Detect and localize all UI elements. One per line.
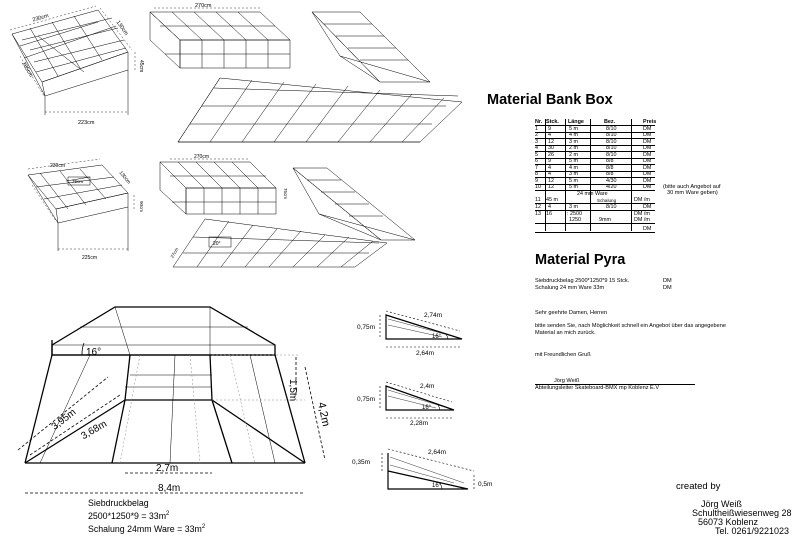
sketch-mid-left: 230cm 130cm 75cm 225cm 90cm xyxy=(27,158,144,261)
footer-phone: Tel. 0261/9221023 xyxy=(715,526,790,536)
dim-230cm-mid: 230cm xyxy=(50,163,65,169)
pyramid-height: 1,5m xyxy=(287,379,298,401)
tri3-angle: 16° xyxy=(432,483,442,489)
sketch-mid-wedge xyxy=(292,167,416,241)
pyramid-material: Siebdruckbelag 2500*1250*9 = 33m2 Schalu… xyxy=(88,498,205,535)
pyramid-edge-inner: 3,68m xyxy=(79,419,109,442)
offer-note: (bitte auch Angebot auf 30 mm Ware geben… xyxy=(663,184,721,196)
dim-270cm: 270cm xyxy=(195,3,212,9)
tri1-base: 2,64m xyxy=(416,350,434,357)
created-by: created by xyxy=(676,481,721,492)
dim-285cm: 285cm xyxy=(20,61,34,79)
dim-45cm: 45cm xyxy=(138,60,144,72)
triangle-detail-3: 0,35m 2,64m 16° 0,5m xyxy=(352,448,492,491)
pyra-line-2: Schalung 24 mm Ware 33m xyxy=(535,285,605,291)
dim-20deg: 20° xyxy=(213,241,221,247)
pyramid-material-3: Schalung 24mm Ware = 33m2 xyxy=(88,523,206,534)
letter-body-1: bitte senden Sie, nach Möglichkeit schne… xyxy=(535,323,726,329)
table-total: DM xyxy=(535,224,655,233)
pyramid-material-1: Siebdruckbelag xyxy=(88,498,149,508)
pyra-line-1-unit: DM xyxy=(663,278,672,284)
pyramid-material-2: 2500*1250*9 = 33m2 xyxy=(88,510,170,521)
dim-27cm: 27cm xyxy=(170,247,180,259)
pyramid-base-width: 8,4m xyxy=(158,483,180,494)
tri2-angle: 16° xyxy=(422,405,432,411)
dim-75cm: 75cm xyxy=(72,179,83,184)
pyramid-slope: 4,2m xyxy=(315,401,332,427)
dim-130cm-mid: 130cm xyxy=(117,170,131,185)
tri2-rise: 0,75m xyxy=(357,396,375,403)
signature-line xyxy=(535,384,695,385)
letter-role: Abteilungsleiter Skateboard-BMX mp Koble… xyxy=(535,385,660,391)
pyramid-drawing: 16° 1,5m 4,2m 3,95m 3,68m 2,7m 8,4m xyxy=(17,306,332,494)
dim-223cm: 223cm xyxy=(78,120,95,126)
tri1-hyp: 2,74m xyxy=(424,312,442,319)
triangle-detail-1: 0,75m 2,74m 2,64m 16° xyxy=(357,310,463,357)
pyramid-angle: 16° xyxy=(86,347,101,358)
letter-closing: mit Freundlichen Gruß xyxy=(535,352,591,358)
footer-name: Jörg Weiß xyxy=(701,499,742,509)
tri1-rise: 0,75m xyxy=(357,324,375,331)
tri2-hyp: 2,4m xyxy=(420,383,434,390)
pyra-line-2-unit: DM xyxy=(663,285,672,291)
table-row-11: 24 mm Ware 11 45 m Schalung DM /m xyxy=(535,191,655,204)
dim-270cm-mid: 270cm xyxy=(194,154,209,160)
table-row-13: 13 16 : 2500 1250 9mm DM /m DM /m xyxy=(535,211,655,224)
sketch-mid-box: 270cm 75cm xyxy=(159,154,288,215)
tri1-angle: 16° xyxy=(432,334,442,340)
sketch-long-ramp xyxy=(177,77,463,143)
table-header: Nr. Stck. Länge Bez. Preis xyxy=(535,119,657,127)
sketch-top-wedge xyxy=(311,11,431,83)
dim-225cm: 225cm xyxy=(82,255,97,261)
letter-greeting: Sehr geehrte Damen, Herren xyxy=(535,310,608,316)
offer-note-line-2: 30 mm Ware geben) xyxy=(667,190,718,196)
dim-75cm-mid: 75cm xyxy=(283,188,288,199)
pyra-title: Material Pyra xyxy=(535,252,626,268)
pyramid-top-width: 2,7m xyxy=(156,463,178,474)
dim-230cm: 230cm xyxy=(32,13,50,23)
letter-signer: Jörg Weiß xyxy=(554,378,580,384)
sketch-mid-ramp: 20° 27cm xyxy=(170,218,388,268)
sketch-top-left: 230cm 130cm 285cm 223cm 45cm xyxy=(9,5,144,126)
tri3-rise: 0,35m xyxy=(352,459,370,466)
offer-note-line-1: (bitte auch Angebot auf xyxy=(663,184,721,190)
tri3-depth: 0,5m xyxy=(478,481,492,488)
triangle-detail-2: 0,75m 2,4m 2,28m 16° xyxy=(357,381,455,427)
pyra-line-1: Siebdruckbelag 2500*1250*9 15 Stck. xyxy=(535,278,630,284)
dim-90cm: 90cm xyxy=(139,201,144,212)
tri2-base: 2,28m xyxy=(410,420,428,427)
bank-box-title: Material Bank Box xyxy=(487,92,613,108)
letter-body-2: Material an mich zurück. xyxy=(535,330,596,336)
sketch-top-box: 270cm xyxy=(149,3,291,69)
footer-city: 56073 Koblenz xyxy=(698,517,759,527)
tri3-hyp: 2,64m xyxy=(428,449,446,456)
footer-street: Schultheißwiesenweg 28 xyxy=(692,508,792,518)
